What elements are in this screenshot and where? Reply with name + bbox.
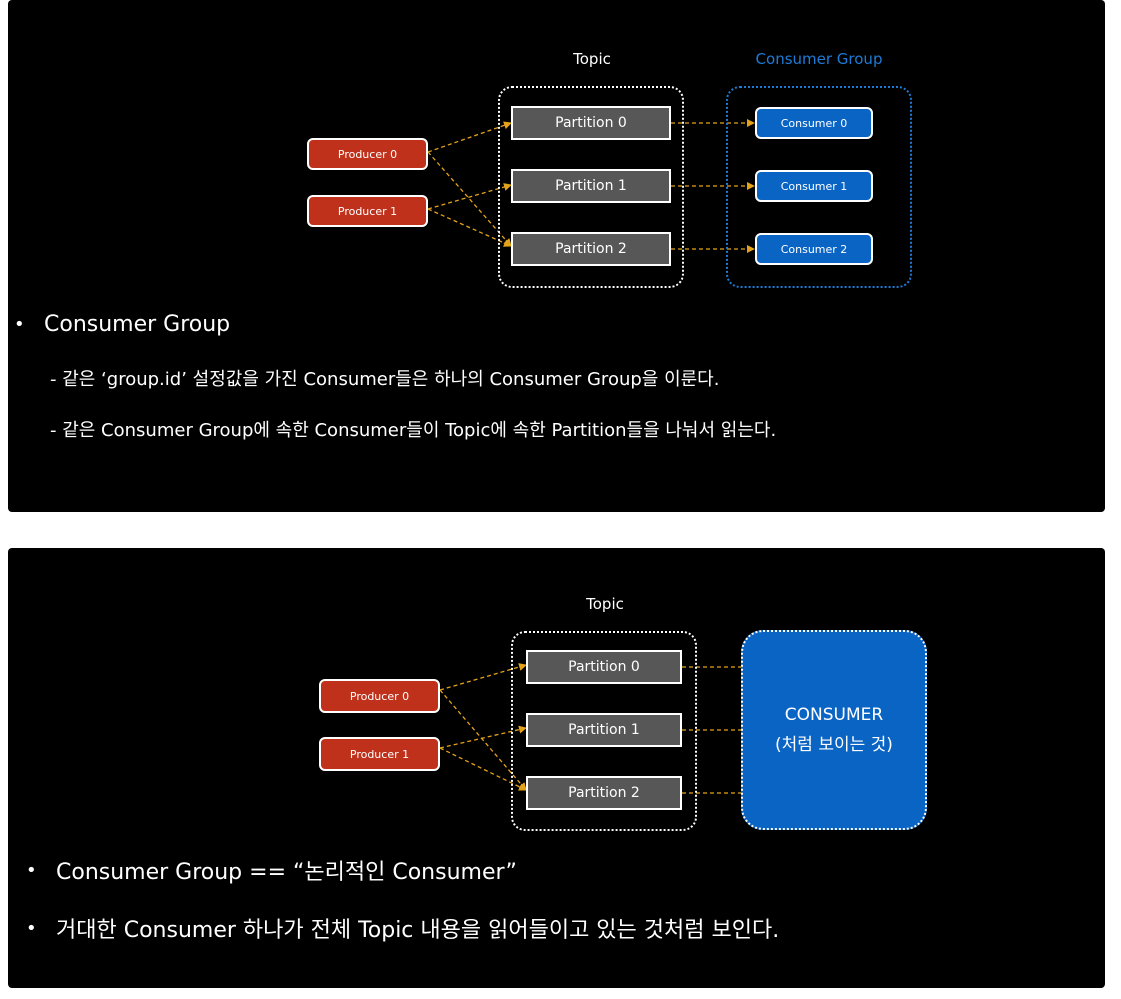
arrow-p0-to-part0 xyxy=(427,121,512,153)
consumer-group-label: Consumer Group xyxy=(755,50,883,68)
arrow-p0-to-part2 xyxy=(439,689,527,791)
bullet-logical-consumer: • Consumer Group == “논리적인 Consumer” xyxy=(26,854,517,886)
partition-0: Partition 0 xyxy=(511,106,671,140)
arrows-layer xyxy=(439,663,741,794)
logical-consumer: CONSUMER (처럼 보이는 것) xyxy=(741,630,927,830)
consumer-0: Consumer 0 xyxy=(755,107,873,139)
topic-label: Topic xyxy=(586,595,624,613)
arrow-p1-to-part1 xyxy=(427,183,512,210)
producer-0: Producer 0 xyxy=(319,679,440,713)
consumer-group-container xyxy=(726,86,912,288)
bullet-text: Consumer Group xyxy=(44,312,231,337)
bullet-consumer-group: • Consumer Group xyxy=(14,312,230,337)
logical-consumer-subtitle: (처럼 보이는 것) xyxy=(775,735,893,755)
logical-consumer-title: CONSUMER xyxy=(784,705,884,725)
bullet-text: Consumer Group == “논리적인 Consumer” xyxy=(56,860,517,885)
arrow-p0-to-part0 xyxy=(439,663,527,691)
sub-bullet-2: - 같은 Consumer Group에 속한 Consumer들이 Topic… xyxy=(50,420,777,441)
partition-1: Partition 1 xyxy=(511,169,671,203)
bullet-dot: • xyxy=(26,917,37,939)
topic-container xyxy=(511,631,697,831)
bullet-giant-consumer: • 거대한 Consumer 하나가 전체 Topic 내용을 읽어들이고 있는… xyxy=(26,912,779,944)
partition-2: Partition 2 xyxy=(511,232,671,266)
topic-container xyxy=(498,86,684,288)
consumer-2: Consumer 2 xyxy=(755,233,873,265)
sub-bullet-1: - 같은 ‘group.id’ 설정값을 가진 Consumer들은 하나의 C… xyxy=(50,369,720,390)
bullet-dot: • xyxy=(14,314,25,335)
producer-0: Producer 0 xyxy=(307,138,428,170)
producer-1: Producer 1 xyxy=(307,195,428,227)
arrows-layer xyxy=(427,119,755,253)
bullet-dot: • xyxy=(26,859,37,881)
partition-1: Partition 1 xyxy=(526,713,682,747)
slide-consumer-group: Topic Consumer Group Producer 0 Producer… xyxy=(8,0,1105,512)
partition-2: Partition 2 xyxy=(526,776,682,810)
topic-label: Topic xyxy=(573,50,611,68)
consumer-1: Consumer 1 xyxy=(755,170,873,202)
slide-logical-consumer: Topic Producer 0 Producer 1 Partition 0 … xyxy=(8,548,1105,988)
bullet-text: 거대한 Consumer 하나가 전체 Topic 내용을 읽어들이고 있는 것… xyxy=(56,918,780,943)
partition-0: Partition 0 xyxy=(526,650,682,684)
producer-1: Producer 1 xyxy=(319,737,440,771)
arrow-p1-to-part2 xyxy=(427,208,512,247)
